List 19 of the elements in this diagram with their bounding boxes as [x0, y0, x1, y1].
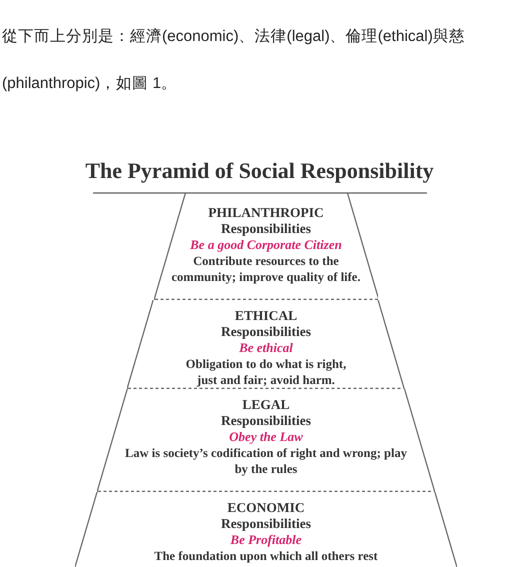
body-text: (philanthropic)，如圖 1。	[2, 74, 178, 94]
pyramid-level	[97, 389, 435, 492]
description-text: Law is society’s codification of right and wrong; play by the rules	[124, 445, 408, 477]
title: The Pyramid of Social Responsibility	[84, 158, 435, 184]
motto-text: Be Profitable	[230, 532, 302, 548]
body-text: 從下而上分別是：經濟(economic)、法律(legal)、倫理(ethical)與慈	[2, 27, 465, 47]
pyramid-level	[127, 300, 405, 389]
level-heading: PHILANTHROPIC Responsibilities	[207, 205, 325, 237]
level-heading: LEGAL Responsibilities	[220, 397, 312, 429]
description-text: Contribute resources to the community; improve quality of life.	[170, 253, 362, 285]
motto-text: Obey the Law	[229, 429, 303, 445]
level-heading: ECONOMIC Responsibilities	[220, 500, 312, 532]
pyramid-level	[75, 492, 457, 567]
motto-text: Be ethical	[239, 340, 293, 356]
motto-text: Be a good Corporate Citizen	[190, 237, 342, 253]
description-text: The foundation upon which all others rest	[154, 548, 378, 564]
pyramid-level	[154, 193, 378, 300]
description-text: Obligation to do what is right, just and fair; avoid harm.	[184, 356, 348, 388]
level-heading: ETHICAL Responsibilities	[220, 308, 312, 340]
